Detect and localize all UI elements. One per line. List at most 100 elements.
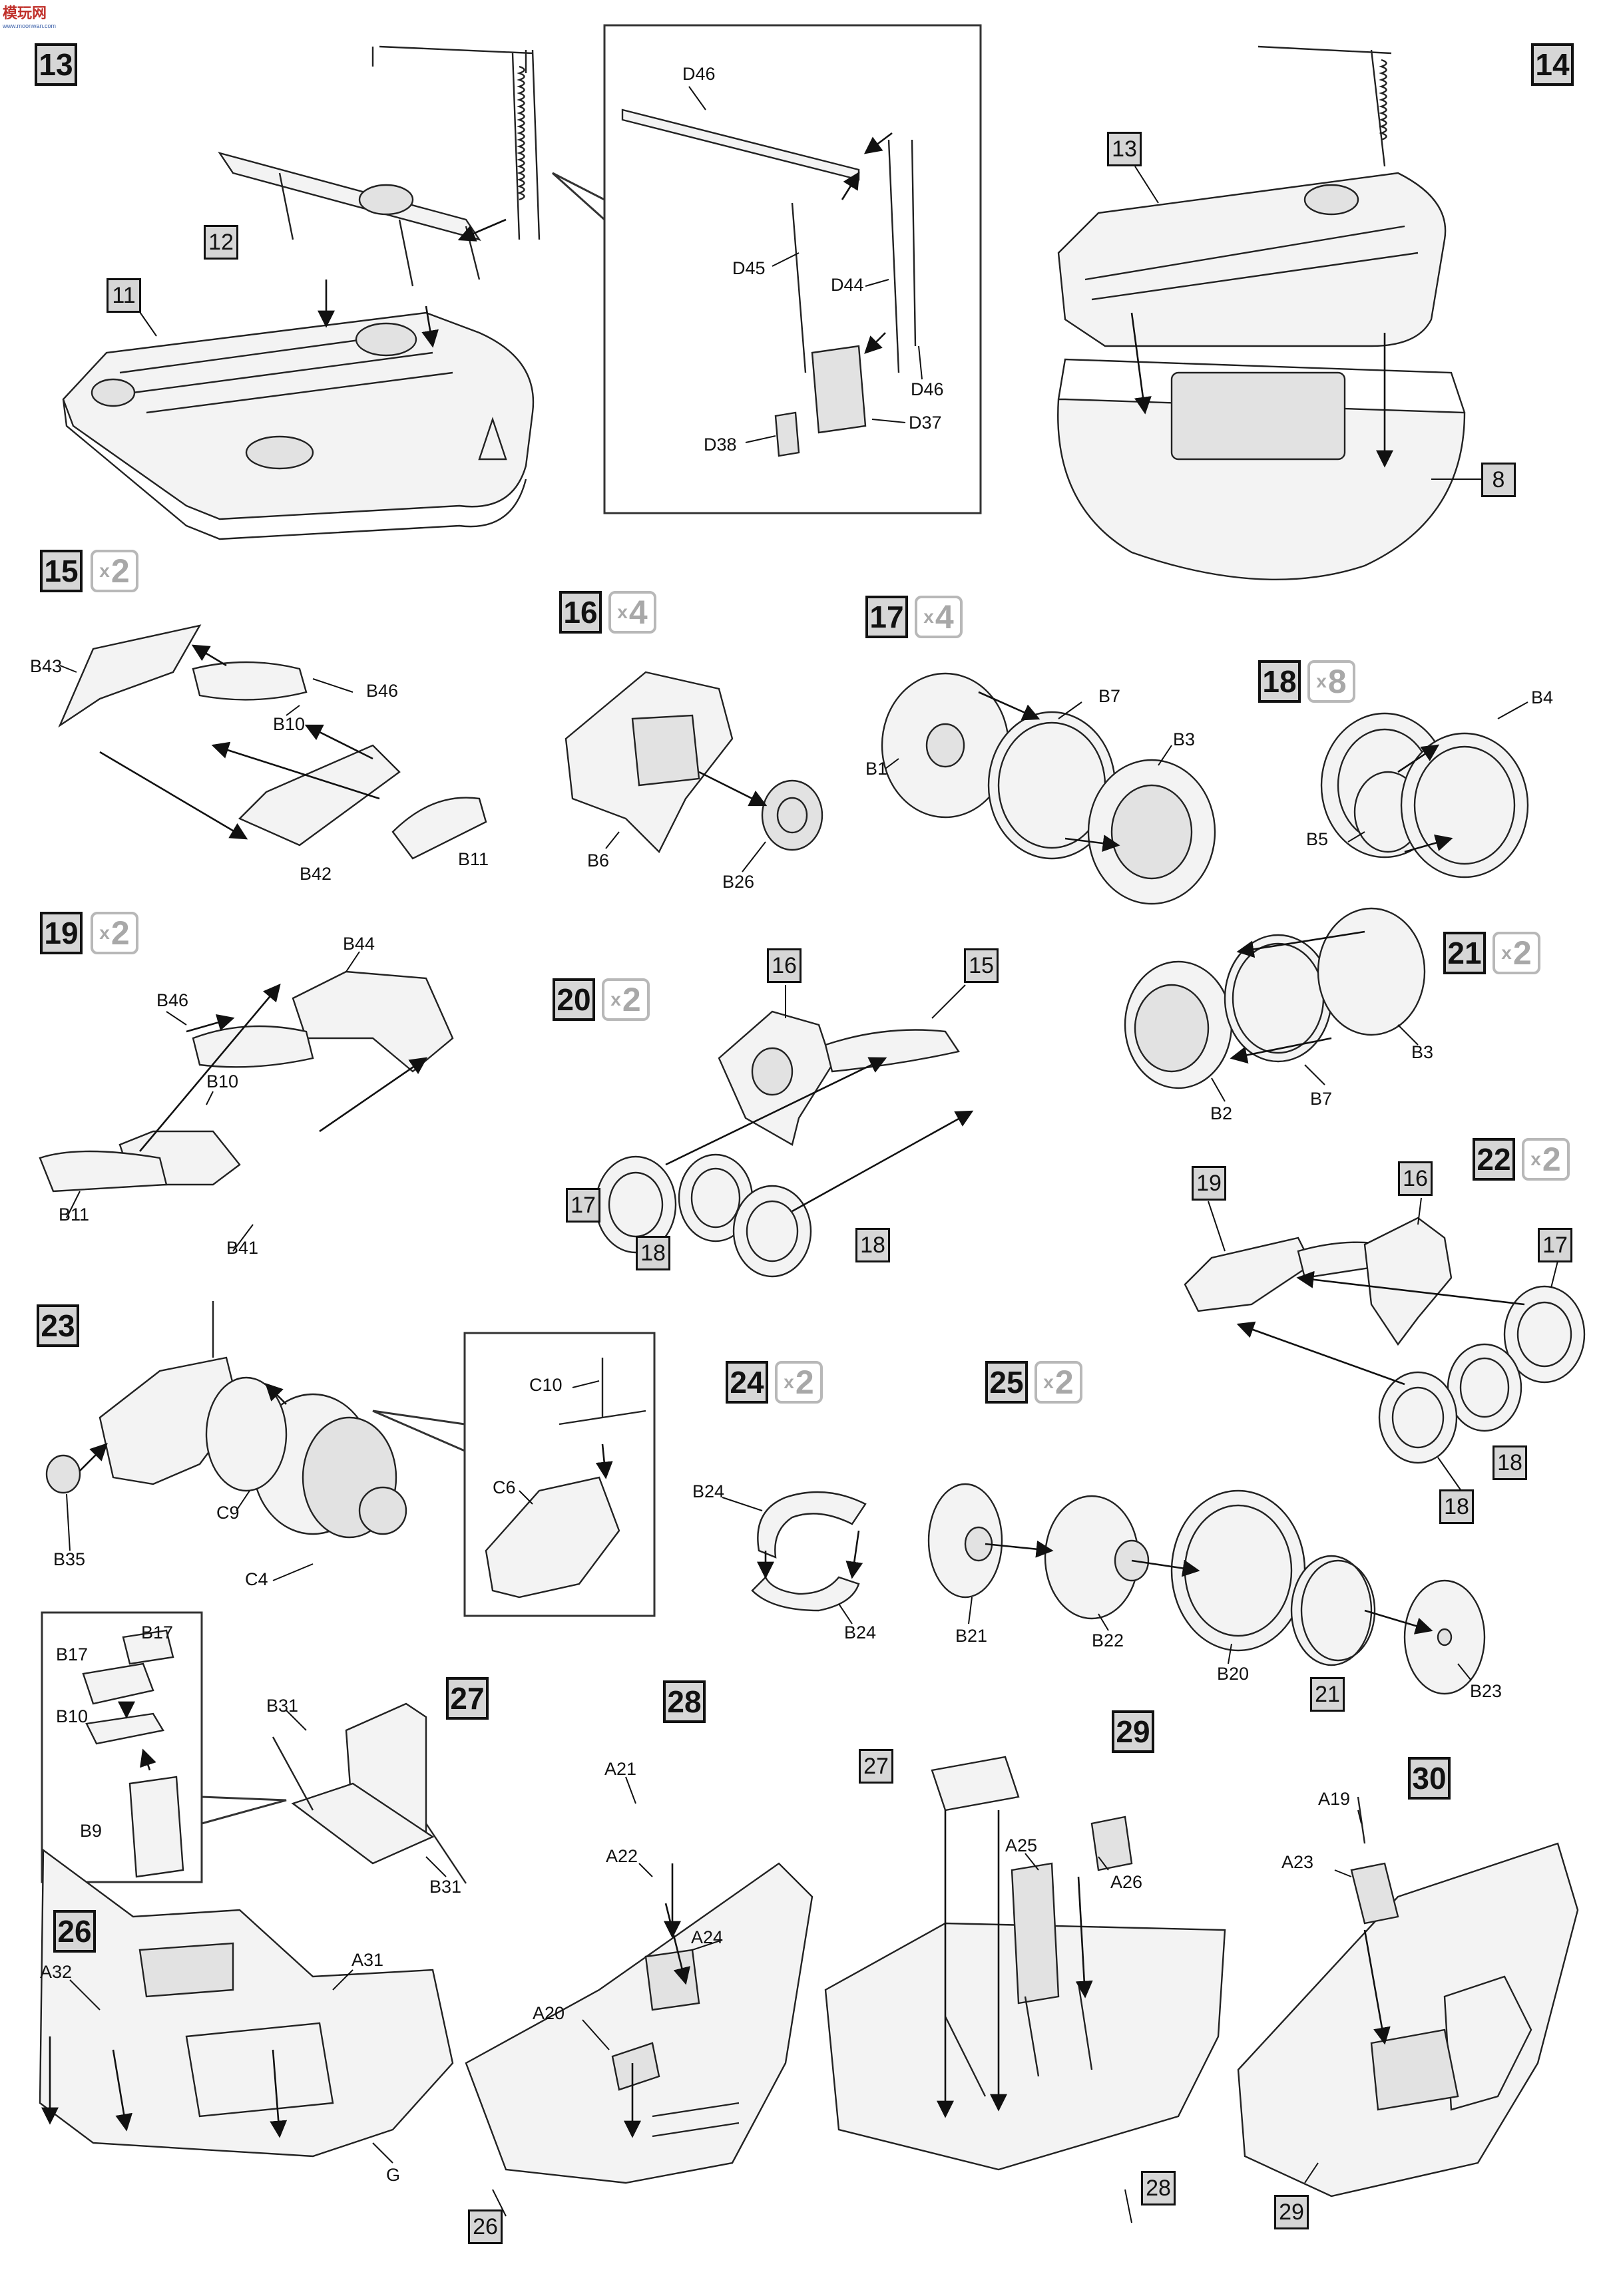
step13-inset-frame bbox=[603, 24, 982, 514]
step13-drawing bbox=[62, 45, 541, 540]
step-number-23: 23 bbox=[37, 1304, 79, 1347]
step17-drawing bbox=[881, 672, 1216, 905]
part-label: B3 bbox=[1173, 729, 1196, 749]
ref-box-20-15: 15 bbox=[964, 948, 999, 983]
part-label: B42 bbox=[300, 864, 332, 884]
step-number-18: 18 bbox=[1258, 660, 1301, 703]
ref-box-22-18a: 18 bbox=[1493, 1445, 1527, 1480]
part-label: B10 bbox=[206, 1071, 239, 1091]
step27-inset-drawing bbox=[82, 1629, 184, 1878]
part-label: C4 bbox=[245, 1569, 268, 1589]
ref-box-12: 12 bbox=[204, 225, 238, 260]
step-number-19: 19 bbox=[40, 912, 83, 954]
step-number-15: 15 bbox=[40, 550, 83, 592]
ref-box-22-16: 16 bbox=[1398, 1161, 1433, 1196]
part-label: B11 bbox=[59, 1205, 90, 1225]
step22-drawing bbox=[1184, 1197, 1586, 1491]
step-number-20: 20 bbox=[553, 978, 595, 1021]
part-label: C6 bbox=[493, 1477, 516, 1497]
step23-inset-drawing bbox=[485, 1358, 646, 1599]
step18-drawing bbox=[1320, 701, 1529, 878]
part-label: B21 bbox=[955, 1626, 988, 1646]
part-label: B6 bbox=[587, 851, 610, 870]
part-label: D45 bbox=[732, 258, 766, 278]
part-label: A21 bbox=[604, 1759, 637, 1779]
part-label: A25 bbox=[1005, 1835, 1038, 1855]
part-label: D38 bbox=[704, 435, 737, 455]
ref-box-25-21: 21 bbox=[1310, 1677, 1345, 1712]
part-label: A19 bbox=[1318, 1789, 1351, 1809]
step30-drawing bbox=[1237, 1796, 1579, 2198]
part-label: B11 bbox=[458, 849, 489, 869]
step-number-16: 16 bbox=[559, 591, 602, 634]
ref-box-29-28: 28 bbox=[1141, 2171, 1176, 2205]
ref-box-20-18a: 18 bbox=[636, 1236, 670, 1270]
step23-inset-frame bbox=[463, 1332, 656, 1617]
step21-drawing bbox=[1124, 907, 1426, 1102]
part-label: D44 bbox=[831, 275, 864, 295]
part-label: B23 bbox=[1470, 1681, 1502, 1701]
step-number-28: 28 bbox=[663, 1680, 706, 1723]
step27-inset-frame bbox=[41, 1611, 203, 1883]
part-label: B17 bbox=[141, 1623, 174, 1642]
part-label: C10 bbox=[529, 1375, 563, 1395]
part-label: B41 bbox=[226, 1238, 259, 1258]
part-label: A31 bbox=[351, 1950, 384, 1970]
step-number-22: 22 bbox=[1473, 1138, 1515, 1181]
part-label: A24 bbox=[691, 1927, 724, 1947]
step20-drawing bbox=[594, 984, 974, 1278]
part-label: B10 bbox=[273, 714, 306, 734]
step19-drawing bbox=[39, 951, 454, 1252]
step14-drawing bbox=[1057, 45, 1481, 580]
step24-drawing bbox=[722, 1491, 867, 1625]
part-label: B5 bbox=[1306, 829, 1329, 849]
part-label: B43 bbox=[30, 656, 63, 676]
part-label: B9 bbox=[80, 1821, 103, 1841]
part-label: B10 bbox=[56, 1706, 89, 1726]
part-label: A20 bbox=[533, 2003, 565, 2023]
ref-box-20-16: 16 bbox=[767, 948, 802, 983]
ref-box-28-26: 26 bbox=[468, 2209, 503, 2244]
part-label: B44 bbox=[343, 934, 375, 954]
part-label: D46 bbox=[911, 379, 944, 399]
step-number-21: 21 bbox=[1443, 932, 1486, 974]
part-label: B24 bbox=[692, 1481, 725, 1501]
part-label: B46 bbox=[156, 990, 189, 1010]
part-label: B4 bbox=[1531, 687, 1554, 707]
watermark-logo: 模玩网 www.moonwan.com bbox=[3, 5, 57, 29]
step15-drawing bbox=[58, 624, 487, 860]
part-label: B31 bbox=[429, 1877, 462, 1897]
step-number-24: 24 bbox=[726, 1361, 768, 1404]
step-number-27: 27 bbox=[446, 1677, 489, 1720]
step28-drawing bbox=[465, 1776, 813, 2217]
step29-drawing bbox=[824, 1756, 1226, 2223]
part-label: A22 bbox=[606, 1846, 638, 1866]
ref-box-30-29: 29 bbox=[1274, 2195, 1309, 2229]
part-label: G bbox=[386, 2165, 401, 2185]
part-label: B3 bbox=[1411, 1042, 1434, 1062]
ref-box-22-18b: 18 bbox=[1439, 1489, 1474, 1524]
part-label: B2 bbox=[1210, 1103, 1233, 1123]
step16-drawing bbox=[565, 671, 823, 872]
ref-box-8: 8 bbox=[1481, 463, 1516, 497]
step13-inset-drawing bbox=[621, 86, 923, 457]
part-label: B46 bbox=[366, 681, 399, 701]
step26-drawing bbox=[39, 1848, 454, 2164]
part-label: B35 bbox=[53, 1549, 86, 1569]
part-label: D37 bbox=[909, 413, 942, 433]
part-label: C9 bbox=[216, 1503, 240, 1523]
step-number-25: 25 bbox=[985, 1361, 1028, 1404]
step-number-26: 26 bbox=[53, 1910, 96, 1953]
part-label: B24 bbox=[844, 1623, 877, 1642]
step-number-14: 14 bbox=[1531, 43, 1574, 86]
ref-box-20-17: 17 bbox=[566, 1188, 600, 1223]
